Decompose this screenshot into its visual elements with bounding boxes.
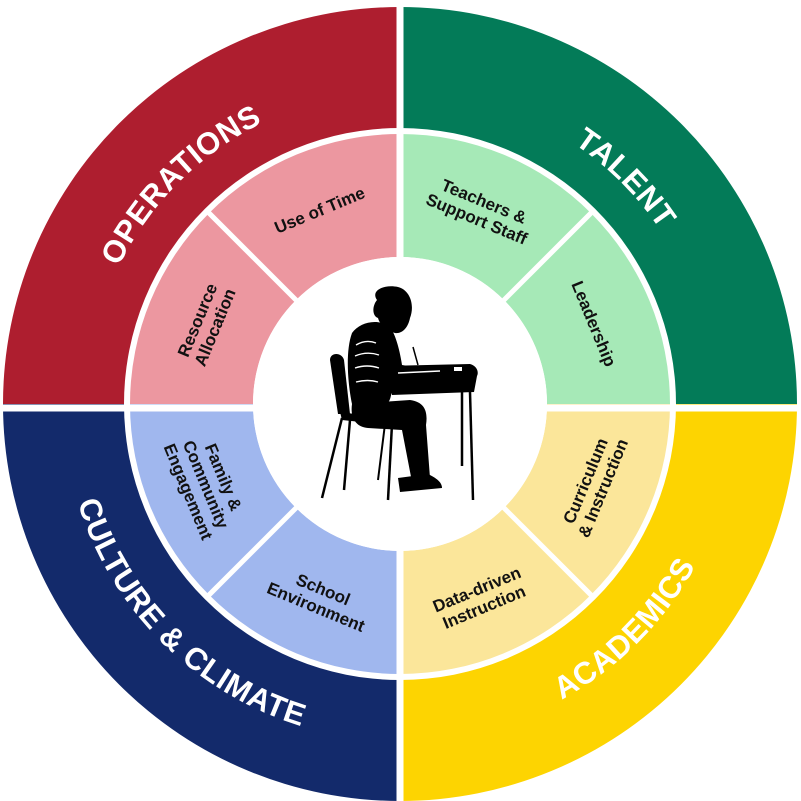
subdomain-divider <box>500 504 597 601</box>
quadrant-operations[interactable] <box>3 7 400 404</box>
outer-ring <box>3 7 797 801</box>
subdomain-divider <box>203 207 300 304</box>
student-at-desk-icon <box>320 286 478 501</box>
subdomain-divider <box>203 504 300 601</box>
quadrant-culture-climate[interactable] <box>3 404 400 801</box>
inner-ring <box>130 134 670 674</box>
quadrant-academics[interactable] <box>400 404 797 801</box>
subdomain-divider <box>500 207 597 304</box>
quadrant-talent[interactable] <box>400 7 797 404</box>
